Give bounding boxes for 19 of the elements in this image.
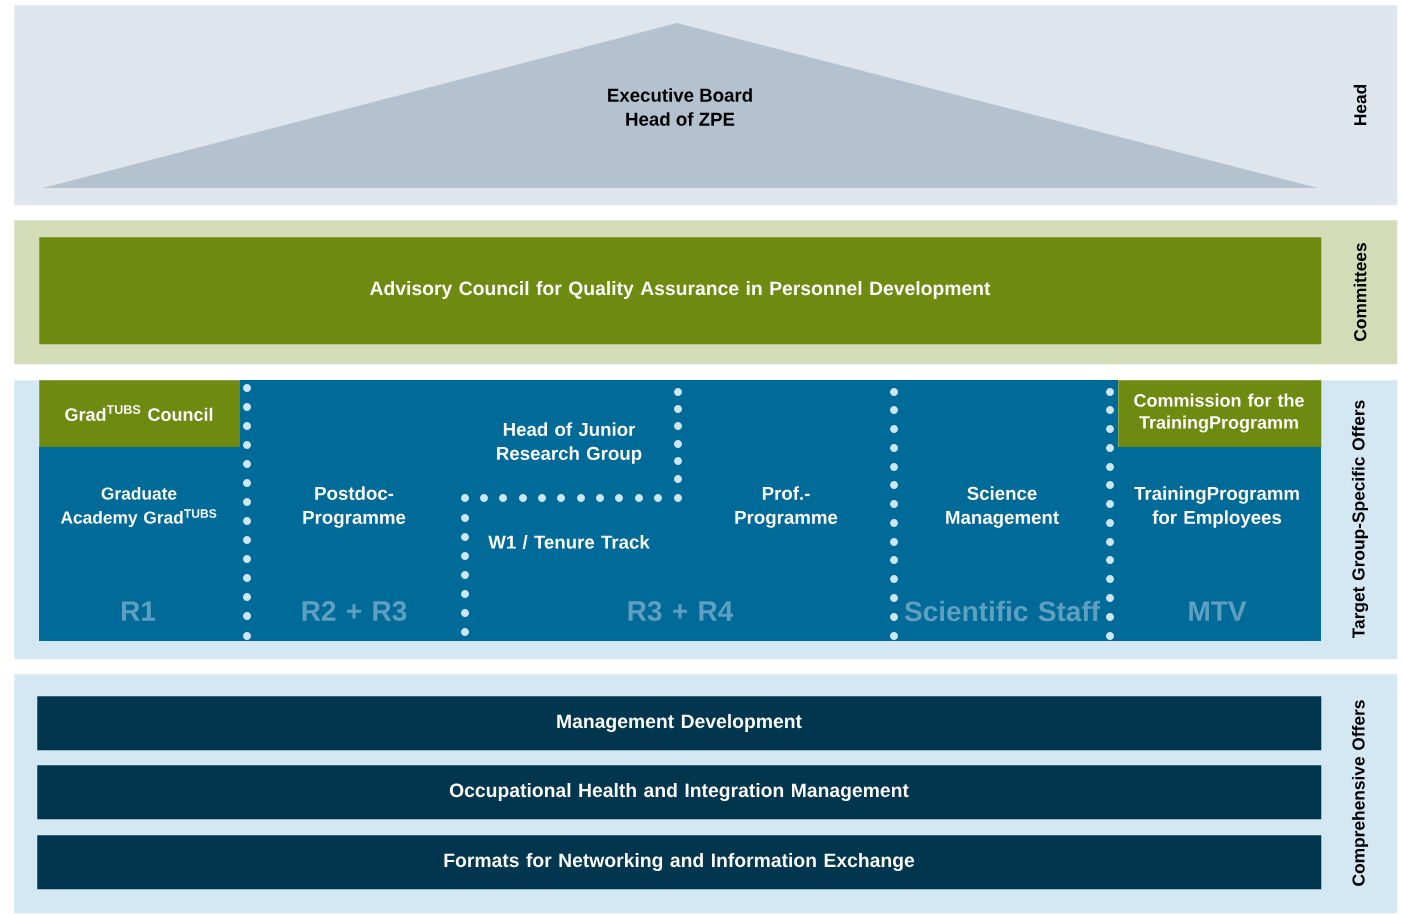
column-label: Head of Junior Research Group <box>497 422 642 464</box>
column-label: Science Management <box>946 486 1059 528</box>
column-label: Prof.-Programme <box>735 486 838 528</box>
box: Grad$^{TUBS}$ Council <box>39 380 241 448</box>
group-code: R3 + R4 <box>628 601 734 621</box>
box: Occupational Health and Integration Management <box>37 765 1322 820</box>
group-code: MTV <box>1189 601 1247 621</box>
roof-triangle: Executive Board Head of ZPE <box>43 23 1318 188</box>
box: Formats for Networking and Information Exchange <box>37 835 1322 890</box>
group-code: R2 + R3 <box>302 601 407 621</box>
group-code: Scientific Staff <box>904 600 1101 622</box>
box: Management Development <box>37 696 1322 751</box>
box: Commission for the TrainingProgramm <box>1118 380 1322 448</box>
box: Advisory Council for Quality Assurance in Personnel Development <box>39 237 1322 345</box>
group-code: R1 <box>122 601 156 621</box>
column-label: Graduate Academy Grad$^{TUBS}$ <box>60 486 217 528</box>
column-label: TrainingProgramm for Employees <box>1134 486 1299 528</box>
column-label: Postdoc-Programme <box>303 486 406 528</box>
column-label: W1 / Tenure Track <box>488 535 650 549</box>
